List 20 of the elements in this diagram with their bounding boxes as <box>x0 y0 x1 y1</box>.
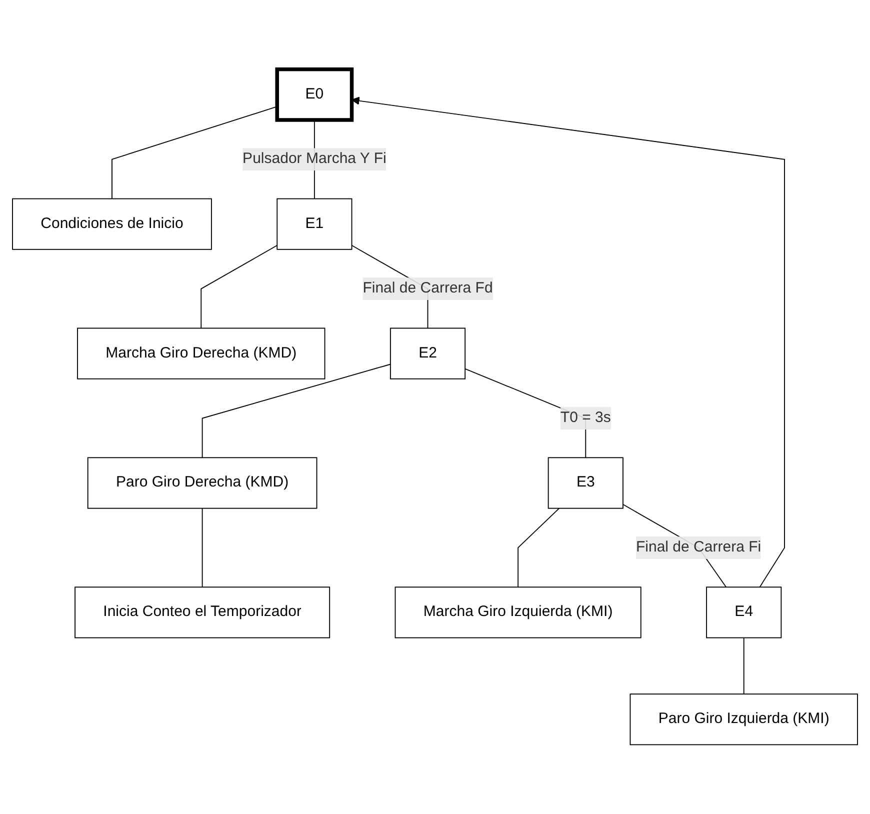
edge-label: Pulsador Marcha Y Fi <box>242 150 386 167</box>
node-box: E3 <box>548 457 624 509</box>
connector <box>202 364 391 458</box>
edge-label: T0 = 3s <box>560 410 611 426</box>
node-box: E0 <box>275 67 354 122</box>
node-box: Marcha Giro Derecha (KMD) <box>77 328 326 380</box>
connector <box>743 637 744 695</box>
node-box: Inicia Conteo el Temporizador <box>74 586 330 638</box>
node-box: Marcha Giro Izquierda (KMI) <box>394 586 642 638</box>
node-box: Paro Giro Derecha (KMD) <box>87 457 318 509</box>
edge-label: Final de Carrera Fd <box>362 280 493 296</box>
connector <box>518 508 560 588</box>
node-box: E1 <box>276 198 352 250</box>
connector <box>202 508 203 588</box>
connector <box>200 244 278 329</box>
edge-label: Final de Carrera Fi <box>636 539 762 556</box>
node-box: Paro Giro Izquierda (KMI) <box>630 694 858 746</box>
node-box: E4 <box>706 586 782 638</box>
node-box: Condiciones de Inicio <box>12 198 212 250</box>
node-box: E2 <box>390 328 466 380</box>
